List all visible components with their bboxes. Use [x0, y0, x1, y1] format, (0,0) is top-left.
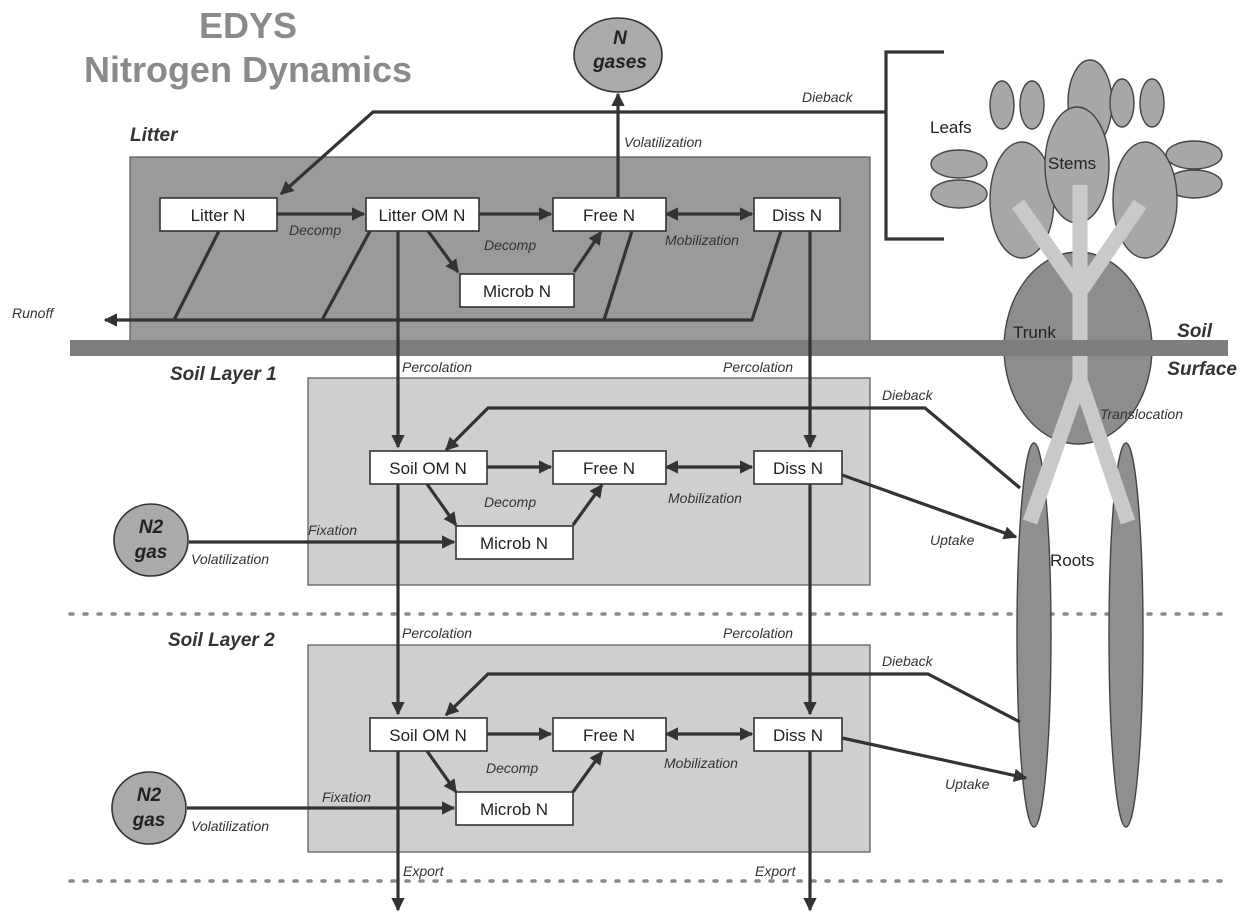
- box-litter-om-n: Litter OM N: [365, 197, 480, 232]
- box-soil1-om-n-label: Soil OM N: [389, 459, 466, 478]
- label-fixation-soil2: Fixation: [322, 789, 371, 805]
- label-volatilization-soil2: Volatilization: [191, 818, 269, 834]
- label-percolation-1b: Percolation: [723, 359, 793, 375]
- soil-surface-label-2: Surface: [1167, 359, 1237, 380]
- box-soil2-microb-n-label: Microb N: [480, 800, 548, 819]
- box-soil2-diss-n: Diss N: [753, 717, 843, 752]
- plant-label-stems: Stems: [1048, 154, 1096, 173]
- box-soil1-microb-n-label: Microb N: [480, 534, 548, 553]
- soil-layer-1-flows: [189, 406, 1022, 716]
- box-soil1-free-n: Free N: [552, 450, 667, 485]
- box-litter-free-n-label: Free N: [583, 206, 635, 225]
- label-fixation-soil1: Fixation: [308, 522, 357, 538]
- box-litter-om-n-label: Litter OM N: [379, 206, 466, 225]
- box-litter-microb-n: Microb N: [459, 273, 575, 308]
- box-soil2-free-n-label: Free N: [583, 726, 635, 745]
- box-soil1-om-n: Soil OM N: [369, 450, 488, 485]
- label-dieback-soil2: Dieback: [882, 653, 934, 669]
- label-mobilization-soil2: Mobilization: [664, 755, 738, 771]
- label-percolation-2a: Percolation: [402, 625, 472, 641]
- litter-panel: [129, 156, 871, 343]
- box-soil2-microb-n: Microb N: [455, 791, 574, 826]
- n2-gas-node-layer-1: N2 gas: [113, 503, 189, 577]
- box-litter-diss-n-label: Diss N: [772, 206, 822, 225]
- soil-surface-label-1: Soil: [1177, 321, 1213, 342]
- section-soil-layer-2: Soil Layer 2: [168, 630, 275, 651]
- box-litter-microb-n-label: Microb N: [483, 282, 551, 301]
- label-runoff: Runoff: [12, 305, 55, 321]
- box-soil2-om-n: Soil OM N: [369, 717, 488, 752]
- box-soil1-microb-n: Microb N: [455, 525, 574, 560]
- box-soil2-om-n-label: Soil OM N: [389, 726, 466, 745]
- label-dieback-soil1: Dieback: [882, 387, 934, 403]
- box-soil2-diss-n-label: Diss N: [773, 726, 823, 745]
- plant-label-trunk: Trunk: [1013, 323, 1056, 342]
- box-litter-n-label: Litter N: [191, 206, 246, 225]
- label-mobilization-soil1: Mobilization: [668, 490, 742, 506]
- label-decomp-litter-1: Decomp: [289, 222, 341, 238]
- label-uptake-soil1: Uptake: [930, 532, 975, 548]
- label-export-a: Export: [403, 863, 445, 879]
- title-line-2: Nitrogen Dynamics: [84, 49, 412, 90]
- n-gases-line-1: N: [613, 28, 628, 49]
- box-soil2-free-n: Free N: [552, 717, 667, 752]
- n2-gas-2-line-1: N2: [137, 785, 162, 806]
- label-translocation: Translocation: [1100, 406, 1183, 422]
- litter-flows: [103, 92, 886, 449]
- n2-gas-node-layer-2: N2 gas: [111, 771, 187, 845]
- label-uptake-soil2: Uptake: [945, 776, 990, 792]
- box-soil1-diss-n: Diss N: [753, 450, 843, 485]
- n-gases-node: N gases: [573, 17, 663, 93]
- box-soil1-diss-n-label: Diss N: [773, 459, 823, 478]
- plant-label-roots: Roots: [1050, 551, 1094, 570]
- label-percolation-1a: Percolation: [402, 359, 472, 375]
- label-dieback-canopy: Dieback: [802, 89, 854, 105]
- flow-labels: Dieback Volatilization Decomp Decomp Mob…: [12, 89, 1183, 879]
- n2-gas-1-line-1: N2: [139, 517, 164, 538]
- label-volatilization-litter: Volatilization: [624, 134, 702, 150]
- label-decomp-soil2: Decomp: [486, 760, 538, 776]
- plant-bracket: [884, 50, 944, 241]
- n2-gas-2-line-2: gas: [132, 810, 166, 831]
- plant-label-leafs: Leafs: [930, 118, 972, 137]
- title-line-1: EDYS: [199, 5, 297, 46]
- soil-layer-2-flows: [187, 672, 1028, 912]
- label-percolation-2b: Percolation: [723, 625, 793, 641]
- section-soil-layer-1: Soil Layer 1: [170, 364, 277, 385]
- soil-surface-bar: [70, 340, 1228, 356]
- box-litter-free-n: Free N: [552, 197, 667, 232]
- label-mobilization-litter: Mobilization: [665, 232, 739, 248]
- box-soil1-free-n-label: Free N: [583, 459, 635, 478]
- plant-roots: [1016, 442, 1144, 828]
- section-litter: Litter: [130, 125, 179, 146]
- n2-gas-1-line-2: gas: [134, 542, 168, 563]
- box-litter-diss-n: Diss N: [753, 197, 841, 232]
- label-decomp-soil1: Decomp: [484, 494, 536, 510]
- label-volatilization-soil1: Volatilization: [191, 551, 269, 567]
- n-gases-line-2: gases: [592, 52, 647, 73]
- label-export-b: Export: [755, 863, 797, 879]
- label-decomp-litter-2: Decomp: [484, 237, 536, 253]
- box-litter-n: Litter N: [159, 197, 278, 232]
